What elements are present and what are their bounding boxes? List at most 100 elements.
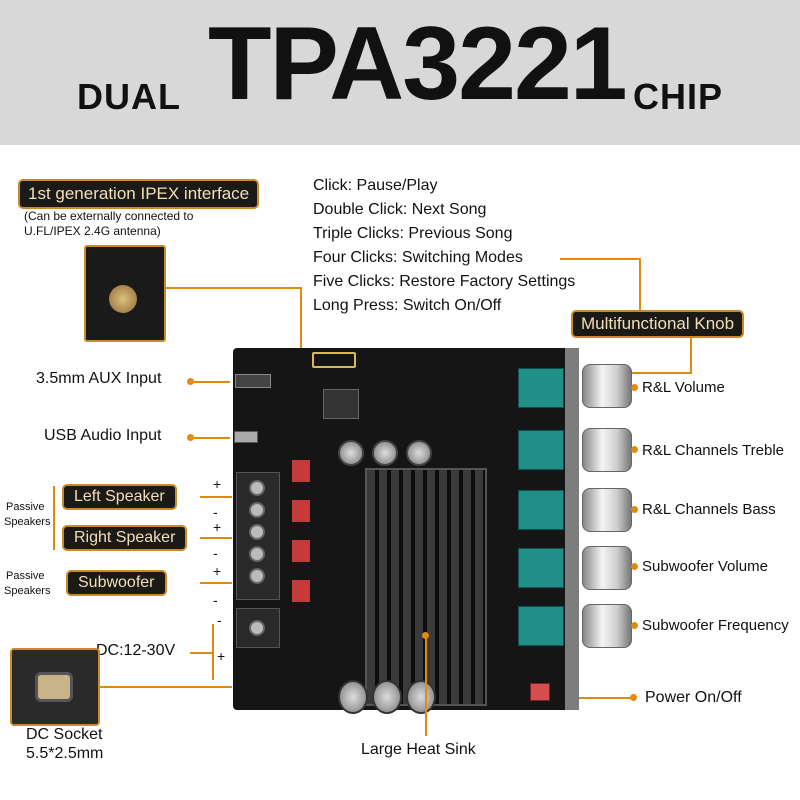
passive-bracket-1 [53, 486, 55, 550]
ipex-note-line1: (Can be externally connected to [24, 209, 194, 223]
rl-treble-dot [631, 446, 638, 453]
aux-leader-line [190, 381, 230, 383]
knob-list-leader [560, 258, 640, 260]
knob-function-4: Four Clicks: Switching Modes [313, 249, 523, 266]
passive-speakers-2-line2: Speakers [4, 585, 51, 597]
heatsink-leader [425, 636, 427, 736]
potentiometer [518, 368, 564, 408]
knob-sub-volume [582, 546, 632, 590]
terminal-screw [249, 568, 265, 584]
dc-socket-leader [100, 686, 232, 688]
potentiometer [518, 430, 564, 470]
rl-bass-dot [631, 506, 638, 513]
rl-bass-label: R&L Channels Bass [642, 501, 776, 518]
electrolytic-capacitor [372, 680, 402, 714]
polarity-plus: + [213, 519, 222, 535]
knob-sub-frequency [582, 604, 632, 648]
dc-socket-label-line2: 5.5*2.5mm [26, 745, 104, 762]
power-leader [579, 697, 633, 699]
rl-volume-dot [631, 384, 638, 391]
usb-input-label: USB Audio Input [44, 427, 162, 444]
terminal-screw [249, 502, 265, 518]
usb-port [234, 431, 258, 443]
polarity-minus: - [213, 592, 218, 608]
passive-speakers-1-line2: Speakers [4, 516, 51, 528]
ipex-note-line2: U.FL/IPEX 2.4G antenna) [24, 224, 161, 238]
polarity-plus: + [213, 563, 222, 579]
dc-socket-icon [35, 672, 73, 702]
knob-rl-volume [582, 364, 632, 408]
dc-socket-image [10, 648, 100, 726]
electrolytic-capacitor [406, 680, 436, 714]
header-suffix: CHIP [633, 76, 724, 117]
terminal-screw [249, 620, 265, 636]
sub-volume-label: Subwoofer Volume [642, 558, 768, 575]
left-speaker-leader [200, 496, 232, 498]
dc-socket-label-line1: DC Socket [26, 726, 103, 743]
ipex-leader-line-v [300, 287, 302, 372]
knob-rl-treble [582, 428, 632, 472]
dc-voltage-label: DC:12-30V [96, 642, 176, 659]
rl-treble-label: R&L Channels Treble [642, 442, 785, 459]
terminal-screw [249, 546, 265, 562]
knob-list-leader-v [639, 258, 641, 310]
potentiometer [518, 606, 564, 646]
dc-voltage-bracket [212, 624, 214, 680]
heatsink-label: Large Heat Sink [361, 741, 476, 758]
red-capacitor [292, 500, 310, 522]
knob-function-3: Triple Clicks: Previous Song [313, 225, 513, 242]
power-label: Power On/Off [645, 689, 742, 706]
knob-function-5: Five Clicks: Restore Factory Settings [313, 273, 576, 290]
sub-frequency-label: Subwoofer Frequency [642, 617, 789, 634]
multifunctional-knob-title: Multifunctional Knob [571, 310, 745, 338]
potentiometer [518, 548, 564, 588]
electrolytic-capacitor [338, 680, 368, 714]
sub-frequency-dot [631, 622, 638, 629]
ipex-connector-icon [109, 285, 137, 313]
board-side-frame [565, 348, 579, 710]
bluetooth-chip [323, 389, 359, 419]
ipex-closeup-image [84, 245, 166, 342]
potentiometer [518, 490, 564, 530]
header-prefix: DUAL [77, 76, 181, 117]
aux-leader-dot [187, 378, 194, 385]
power-switch [530, 683, 550, 701]
passive-speakers-1-line1: Passive [6, 501, 45, 513]
electrolytic-capacitor [372, 440, 398, 466]
electrolytic-capacitor [338, 440, 364, 466]
red-capacitor [292, 460, 310, 482]
left-speaker-tag: Left Speaker [62, 484, 177, 510]
heatsink-dot [422, 632, 429, 639]
subwoofer-leader [200, 582, 232, 584]
terminal-screw [249, 480, 265, 496]
red-capacitor [292, 580, 310, 602]
polarity-plus: + [213, 476, 222, 492]
subwoofer-tag: Subwoofer [66, 570, 167, 596]
knob-function-1: Click: Pause/Play [313, 177, 438, 194]
knob-rl-bass [582, 488, 632, 532]
polarity-minus: - [213, 504, 218, 520]
right-speaker-tag: Right Speaker [62, 525, 188, 551]
aux-input-label: 3.5mm AUX Input [36, 370, 162, 387]
knob-function-6: Long Press: Switch On/Off [313, 297, 502, 314]
rl-volume-label: R&L Volume [642, 379, 725, 396]
passive-speakers-2-line1: Passive [6, 570, 45, 582]
dc-voltage-leader [190, 652, 212, 654]
sub-volume-dot [631, 563, 638, 570]
red-capacitor [292, 540, 310, 562]
knob-title-leader-h [626, 372, 692, 374]
usb-leader-line [190, 437, 230, 439]
header-banner: DUAL TPA3221 CHIP [0, 0, 800, 145]
header-model: TPA3221 [208, 6, 628, 122]
terminal-screw [249, 524, 265, 540]
knob-function-2: Double Click: Next Song [313, 201, 487, 218]
power-dot [630, 694, 637, 701]
ipex-leader-line [166, 287, 301, 289]
knob-title-leader [690, 338, 692, 372]
ipex-title: 1st generation IPEX interface [18, 179, 260, 209]
polarity-plus: + [217, 648, 226, 664]
polarity-minus: - [217, 612, 222, 628]
usb-leader-dot [187, 434, 194, 441]
electrolytic-capacitor [406, 440, 432, 466]
aux-port [235, 374, 271, 388]
